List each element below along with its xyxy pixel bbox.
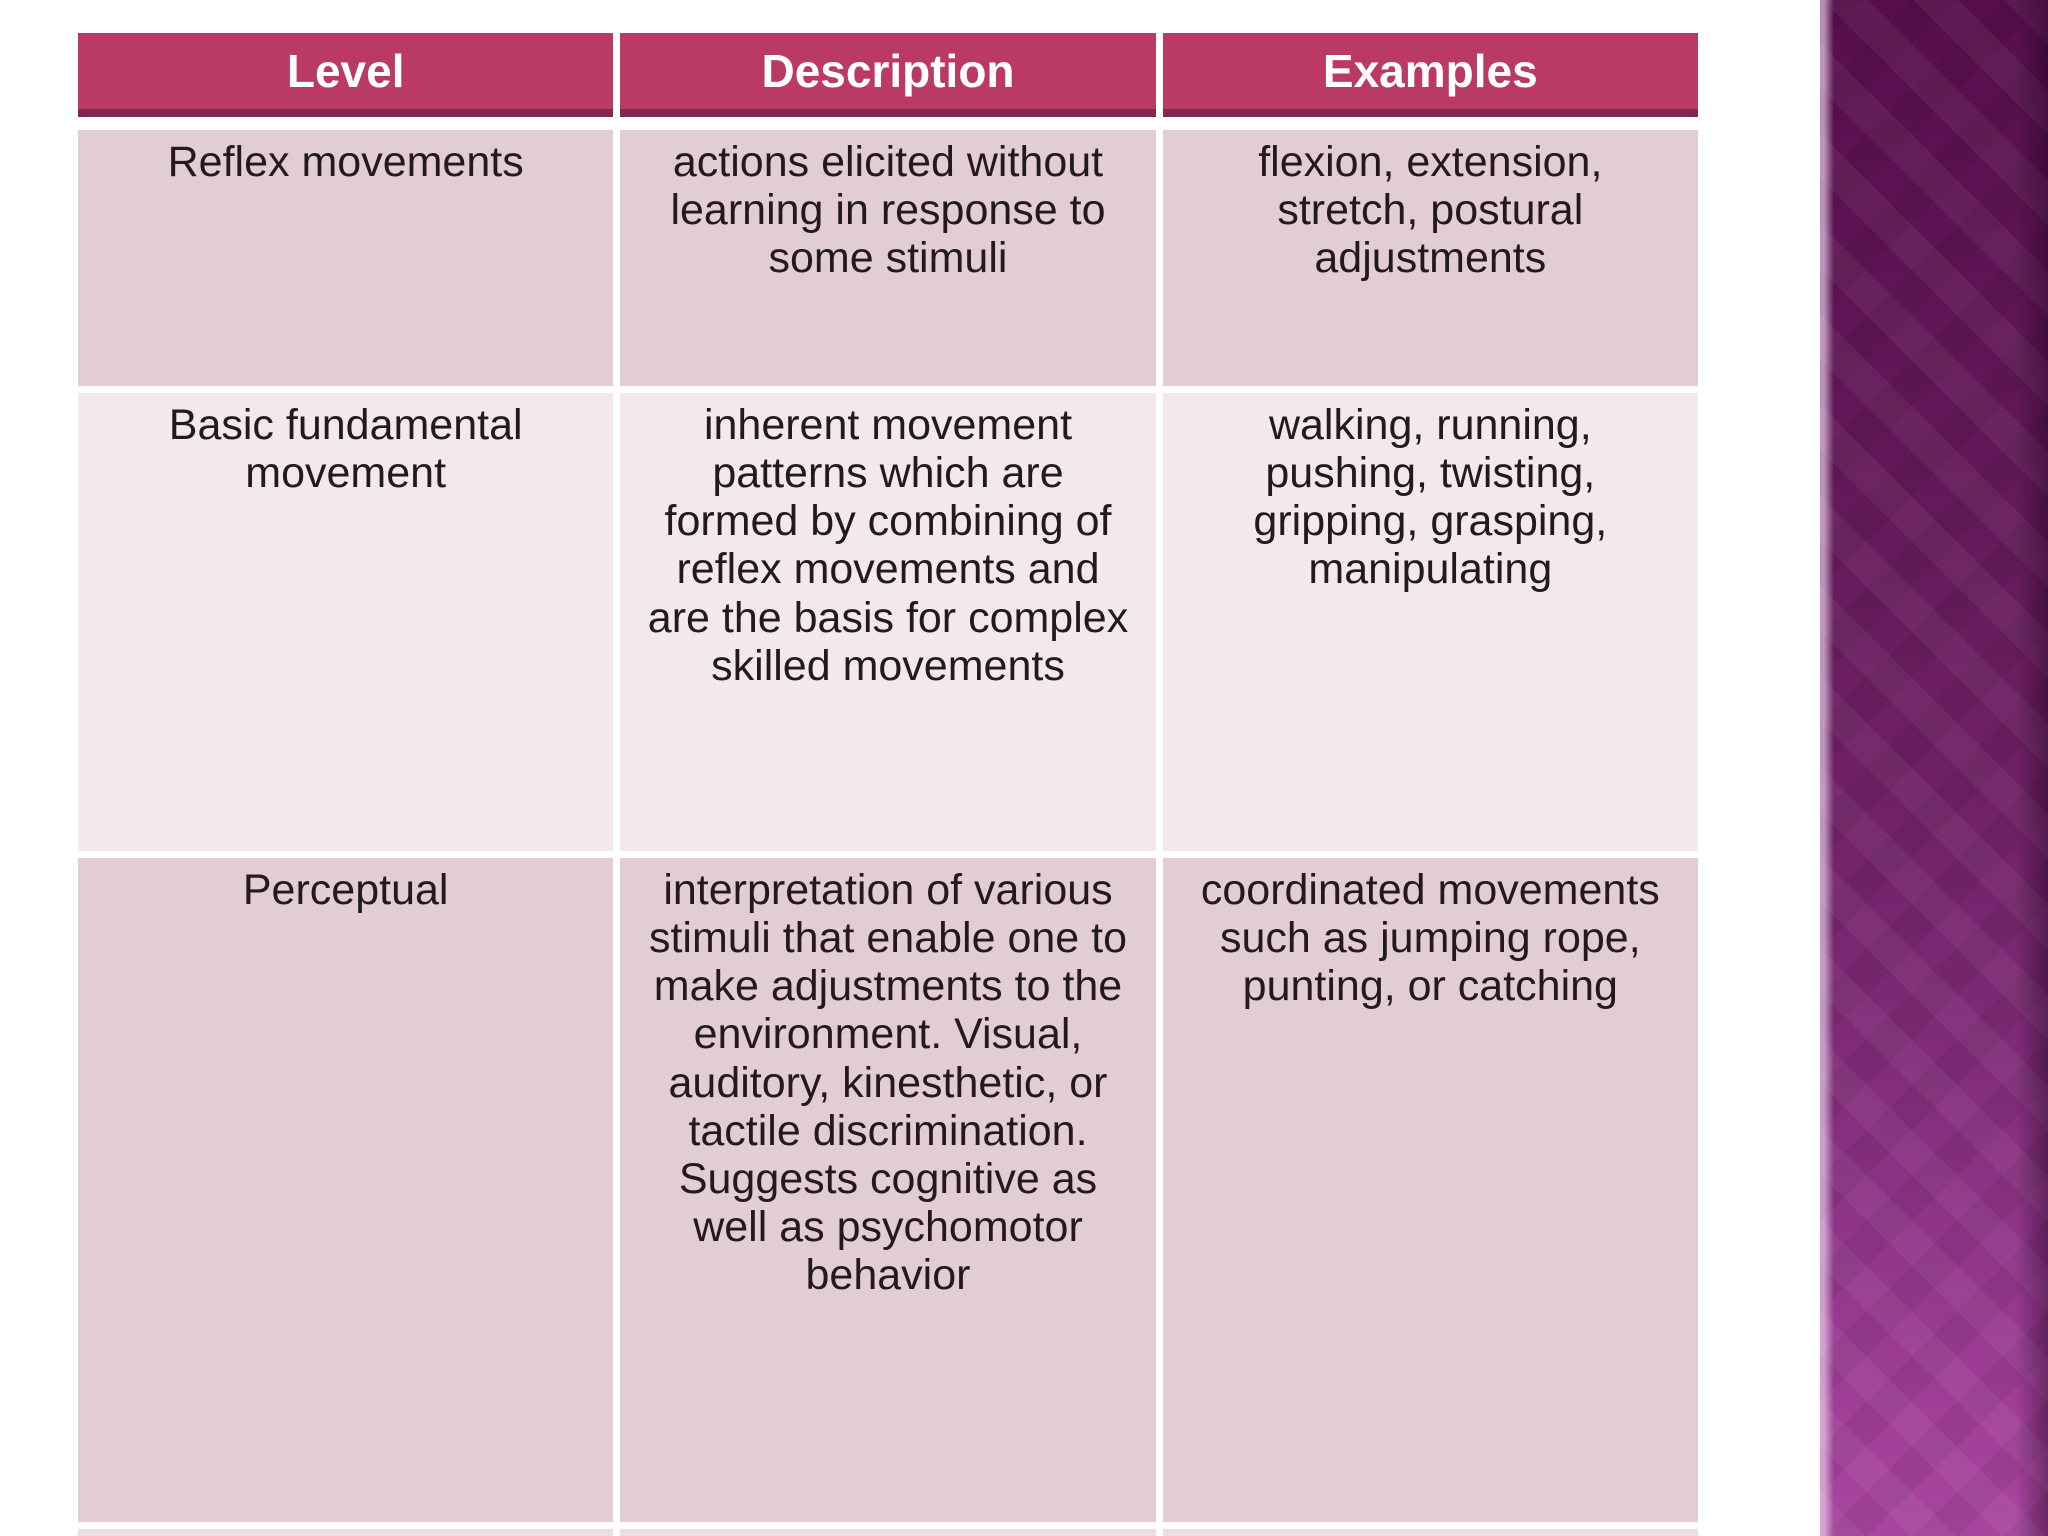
cell-description: inherent movement patterns which are for… (620, 393, 1156, 851)
cell-description (620, 1529, 1156, 1536)
psychomotor-levels-table: Level Description Examples Reflex moveme… (78, 33, 1698, 1536)
cell-level: Basic fundamental movement (78, 393, 614, 851)
table-header-row: Level Description Examples (78, 33, 1698, 117)
table-row-cutoff (78, 1529, 1698, 1536)
table-row-reflex-movements: Reflex movements actions elicited withou… (78, 130, 1698, 386)
cell-examples: coordinated movements such as jumping ro… (1162, 858, 1698, 1522)
right-accent-bar (1820, 0, 2048, 1536)
column-header-description: Description (620, 33, 1156, 117)
cell-examples (1162, 1529, 1698, 1536)
cell-description: actions elicited without learning in res… (620, 130, 1156, 386)
column-header-examples: Examples (1162, 33, 1698, 117)
cell-examples: walking, running, pushing, twisting, gri… (1162, 393, 1698, 851)
cell-level: Reflex movements (78, 130, 614, 386)
column-header-level: Level (78, 33, 614, 117)
cell-level: Perceptual (78, 858, 614, 1522)
cell-description: interpretation of various stimuli that e… (620, 858, 1156, 1522)
table-row-perceptual: Perceptual interpretation of various sti… (78, 858, 1698, 1522)
table-row-basic-fundamental-movement: Basic fundamental movement inherent move… (78, 393, 1698, 851)
cell-examples: flexion, extension, stretch, postural ad… (1162, 130, 1698, 386)
cell-level (78, 1529, 614, 1536)
